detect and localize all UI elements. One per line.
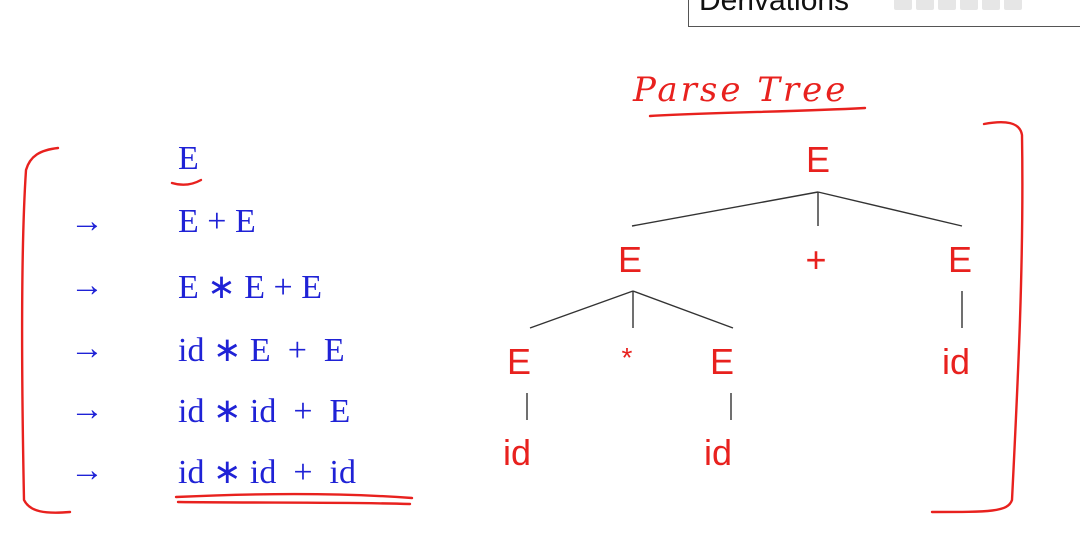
tree-node-times: * (621, 342, 633, 373)
start-underline (170, 178, 203, 186)
tree-node-id: id (941, 341, 971, 382)
derivation-sentential-form: E + E (178, 203, 256, 240)
tree-node-right-E: E (947, 239, 973, 280)
derives-arrow-icon: → (70, 452, 104, 489)
tree-node-E: E (709, 341, 735, 382)
annotation-underline (648, 106, 867, 118)
tree-edge (631, 191, 819, 227)
watermark-logo (894, 0, 1069, 16)
slide-title: Derivations (699, 0, 850, 17)
tree-node-plus: + (805, 239, 827, 280)
left-bracket-stroke (20, 146, 72, 514)
tree-node-E: E (506, 341, 532, 382)
derives-arrow-icon: → (70, 267, 104, 304)
derivation-sentential-form: id ∗ E + E (178, 332, 345, 369)
title-box: Derivations (688, 0, 1080, 27)
derivation-sentential-form: id ∗ id + id (178, 454, 357, 491)
tree-edge (632, 290, 734, 329)
derivation-start-symbol: E (178, 140, 199, 177)
final-underline (174, 492, 414, 506)
tree-edge (817, 191, 963, 227)
tree-node-id: id (502, 432, 532, 473)
derives-arrow-icon: → (70, 330, 104, 367)
tree-node-id: id (703, 432, 733, 473)
tree-edge (529, 290, 634, 329)
derivation-sentential-form: id ∗ id + E (178, 393, 351, 430)
right-bracket-stroke (930, 121, 1024, 514)
parse-tree-annotation: Parse Tree (633, 70, 849, 110)
tree-node-root: E (805, 139, 831, 180)
derives-arrow-icon: → (70, 203, 104, 240)
tree-node-left-E: E (617, 239, 643, 280)
derivation-sentential-form: E ∗ E + E (178, 269, 322, 306)
derives-arrow-icon: → (70, 391, 104, 428)
